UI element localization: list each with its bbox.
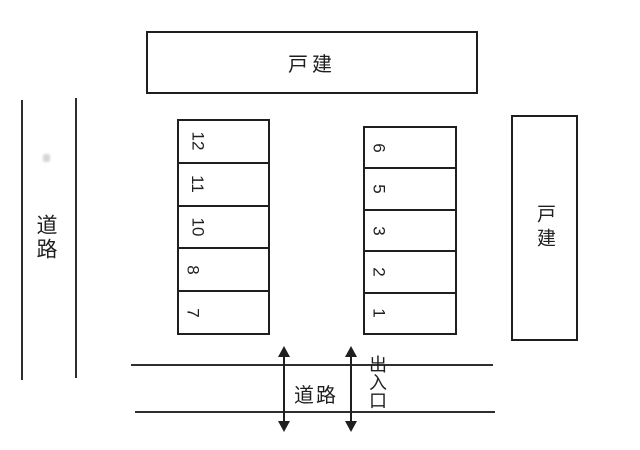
parking-space: 7 bbox=[179, 292, 268, 333]
space-number: 8 bbox=[183, 265, 203, 275]
bottom-road-line-upper bbox=[131, 364, 493, 366]
arrow-shaft bbox=[283, 354, 285, 424]
arrow-head-down bbox=[278, 421, 290, 432]
entrance-exit-label: 出入口 bbox=[367, 355, 387, 409]
left-road-line-inner bbox=[75, 98, 77, 378]
space-number: 2 bbox=[369, 267, 389, 277]
arrow-head-up bbox=[345, 346, 357, 357]
right-building-label: 戸建 bbox=[534, 204, 555, 252]
parking-space: 1 bbox=[365, 294, 455, 333]
top-building-label: 戸建 bbox=[288, 54, 336, 76]
arrow-shaft bbox=[350, 354, 352, 424]
parking-space: 5 bbox=[365, 169, 455, 211]
space-number: 5 bbox=[369, 184, 389, 194]
parking-space: 11 bbox=[179, 164, 268, 207]
right-building: 戸建 bbox=[511, 115, 578, 341]
arrow-head-up bbox=[278, 346, 290, 357]
double-arrow-icon bbox=[345, 346, 357, 432]
space-number: 11 bbox=[187, 175, 207, 194]
space-number: 10 bbox=[188, 217, 208, 237]
space-number: 7 bbox=[183, 307, 203, 318]
space-number: 3 bbox=[369, 225, 389, 236]
space-number: 6 bbox=[369, 142, 389, 153]
parking-space: 8 bbox=[179, 249, 268, 293]
parking-column-right: 6 5 3 2 1 bbox=[363, 126, 457, 335]
arrow-head-down bbox=[345, 421, 357, 432]
parking-space: 12 bbox=[179, 121, 268, 164]
parking-column-left: 12 11 10 8 7 bbox=[177, 119, 270, 335]
parking-space: 3 bbox=[365, 211, 455, 253]
bottom-road-line-lower bbox=[135, 411, 495, 413]
left-road-line-outer bbox=[21, 100, 23, 380]
parking-space: 10 bbox=[179, 207, 268, 250]
left-road-label: 道路 bbox=[34, 214, 57, 262]
double-arrow-icon bbox=[278, 346, 290, 432]
parking-space: 6 bbox=[365, 128, 455, 170]
paper-smudge bbox=[43, 154, 50, 162]
space-number: 1 bbox=[369, 308, 389, 319]
bottom-road-label: 道路 bbox=[294, 385, 338, 407]
parking-space: 2 bbox=[365, 252, 455, 294]
space-number: 12 bbox=[188, 131, 208, 151]
top-building: 戸建 bbox=[146, 31, 478, 94]
